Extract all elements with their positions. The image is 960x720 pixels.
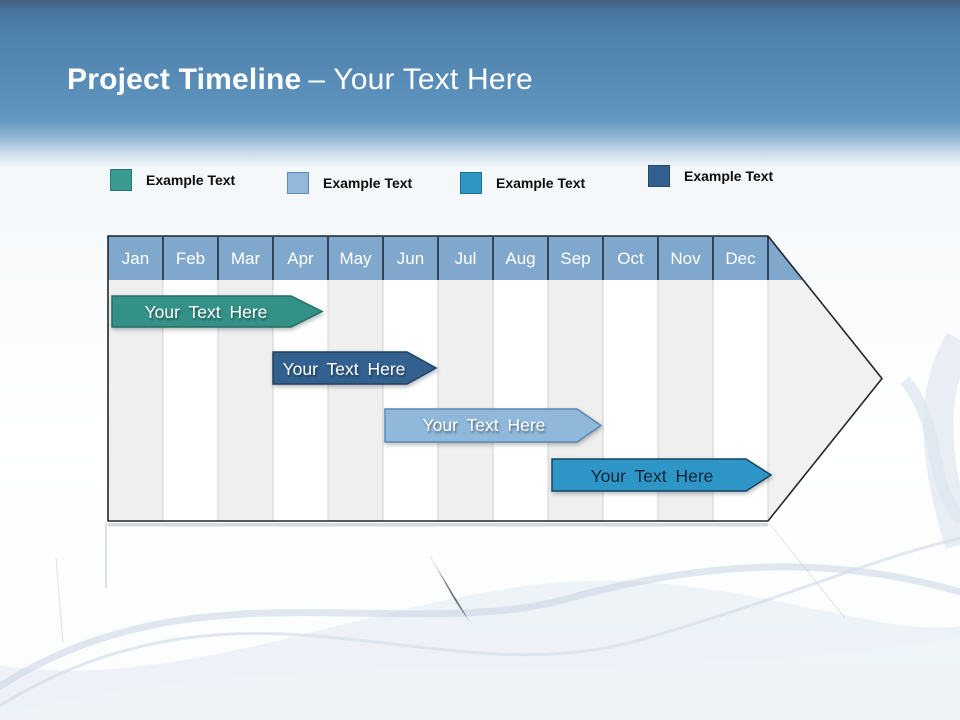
month-header-separators [162, 237, 769, 280]
month-header-label: Jan [122, 249, 149, 268]
page-title-sub: – Your Text Here [308, 63, 533, 96]
legend-color-swatch [110, 169, 132, 191]
legend-color-swatch [287, 172, 309, 194]
wave-thread-1 [55, 557, 64, 643]
chart-reflection-bottom [108, 523, 768, 527]
timeline-bar [272, 351, 438, 385]
wave-stroke-2 [0, 536, 960, 708]
wave-thread-2 [429, 555, 471, 623]
column-may [328, 280, 383, 521]
timeline-bar [384, 408, 603, 443]
month-header-label: Aug [505, 249, 535, 268]
month-header-label: Mar [231, 249, 261, 268]
month-header-band [108, 236, 882, 280]
timeline-bar-label: Your Text Here [145, 302, 268, 322]
month-header-label: Feb [176, 249, 205, 268]
legend-color-swatch [460, 172, 482, 194]
legend-item-label: Example Text [684, 168, 774, 184]
column-jul [438, 280, 493, 521]
month-header-label: Jun [397, 249, 424, 268]
timeline-arrow-outline [107, 235, 884, 522]
legend-item-label: Example Text [323, 175, 413, 191]
legend-item: Example Text [110, 169, 235, 191]
timeline-bar-label: Your Text Here [591, 466, 714, 486]
month-header-labels: Jan Feb Mar Apr May Jun Jul Aug Sep Oct … [122, 249, 756, 268]
legend-item: Example Text [648, 165, 773, 187]
column-jun [383, 280, 438, 521]
month-header-label: Nov [670, 249, 701, 268]
timeline-bar-label: Your Text Here [423, 415, 546, 435]
month-header-label: Sep [560, 249, 590, 268]
column-aug [493, 280, 548, 521]
month-header-label: Apr [287, 249, 314, 268]
wave-ribbon-2 [0, 637, 960, 720]
page-title-main: Project Timeline [67, 63, 302, 96]
timeline-bars: Your Text Here Your Text Here Your Text … [111, 295, 773, 492]
timeline-bar-label: Your Text Here [283, 359, 406, 379]
legend-color-swatch [648, 165, 670, 187]
chart-reflection-arrow-edge [768, 522, 846, 619]
month-header-label: Jul [455, 249, 477, 268]
wave-band-right-2 [900, 376, 960, 525]
timeline-bar [111, 295, 324, 328]
legend-item-label: Example Text [496, 175, 586, 191]
month-header-label: Oct [617, 249, 644, 268]
page-title: Project Timeline– Your Text Here [67, 60, 533, 100]
wave-stroke-1 [0, 563, 960, 691]
timeline-bar [551, 458, 773, 492]
month-header-label: May [339, 249, 372, 268]
title-banner: Project Timeline– Your Text Here [0, 0, 960, 166]
legend-item: Example Text [287, 172, 412, 194]
month-header-label: Dec [725, 249, 756, 268]
legend-item-label: Example Text [146, 172, 236, 188]
legend-item: Example Text [460, 172, 585, 194]
